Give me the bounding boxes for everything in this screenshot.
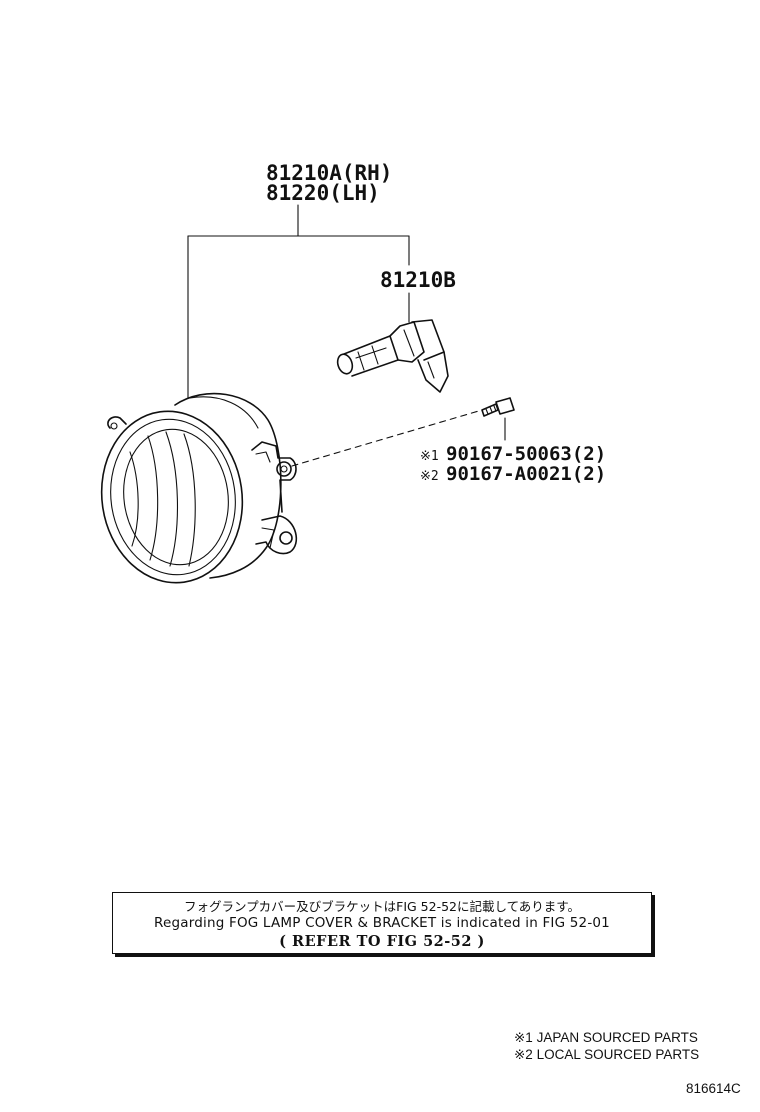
bulb-label: 81210B bbox=[380, 268, 456, 292]
legend-local-sourced: ※2 LOCAL SOURCED PARTS bbox=[514, 1047, 700, 1062]
reference-note-box: フォグランプカバー及びブラケットはFIG 52-52に記載してあります。 Reg… bbox=[112, 892, 652, 954]
screw-illustration bbox=[481, 397, 515, 417]
assembly-lh-label: 81220(LH) bbox=[266, 181, 380, 205]
note-english: Regarding FOG LAMP COVER & BRACKET is in… bbox=[154, 915, 610, 931]
screw-1-label: 90167-50063(2) bbox=[446, 443, 606, 465]
fog-lamp-illustration bbox=[100, 392, 298, 584]
screw-1-mark: ※1 bbox=[420, 449, 439, 464]
illustration-code: 816614C bbox=[686, 1081, 741, 1096]
leader-lines bbox=[187, 204, 506, 467]
assembly-rh-label: 81210A(RH) bbox=[266, 161, 392, 185]
screw-2-label: 90167-A0021(2) bbox=[446, 463, 606, 485]
note-japanese: フォグランプカバー及びブラケットはFIG 52-52に記載してあります。 bbox=[184, 899, 580, 914]
legend-japan-sourced: ※1 JAPAN SOURCED PARTS bbox=[514, 1030, 698, 1045]
note-refer-link[interactable]: ( REFER TO FIG 52-52 ) bbox=[279, 933, 485, 950]
screw-2-mark: ※2 bbox=[420, 469, 439, 484]
bulb-illustration bbox=[336, 319, 449, 393]
